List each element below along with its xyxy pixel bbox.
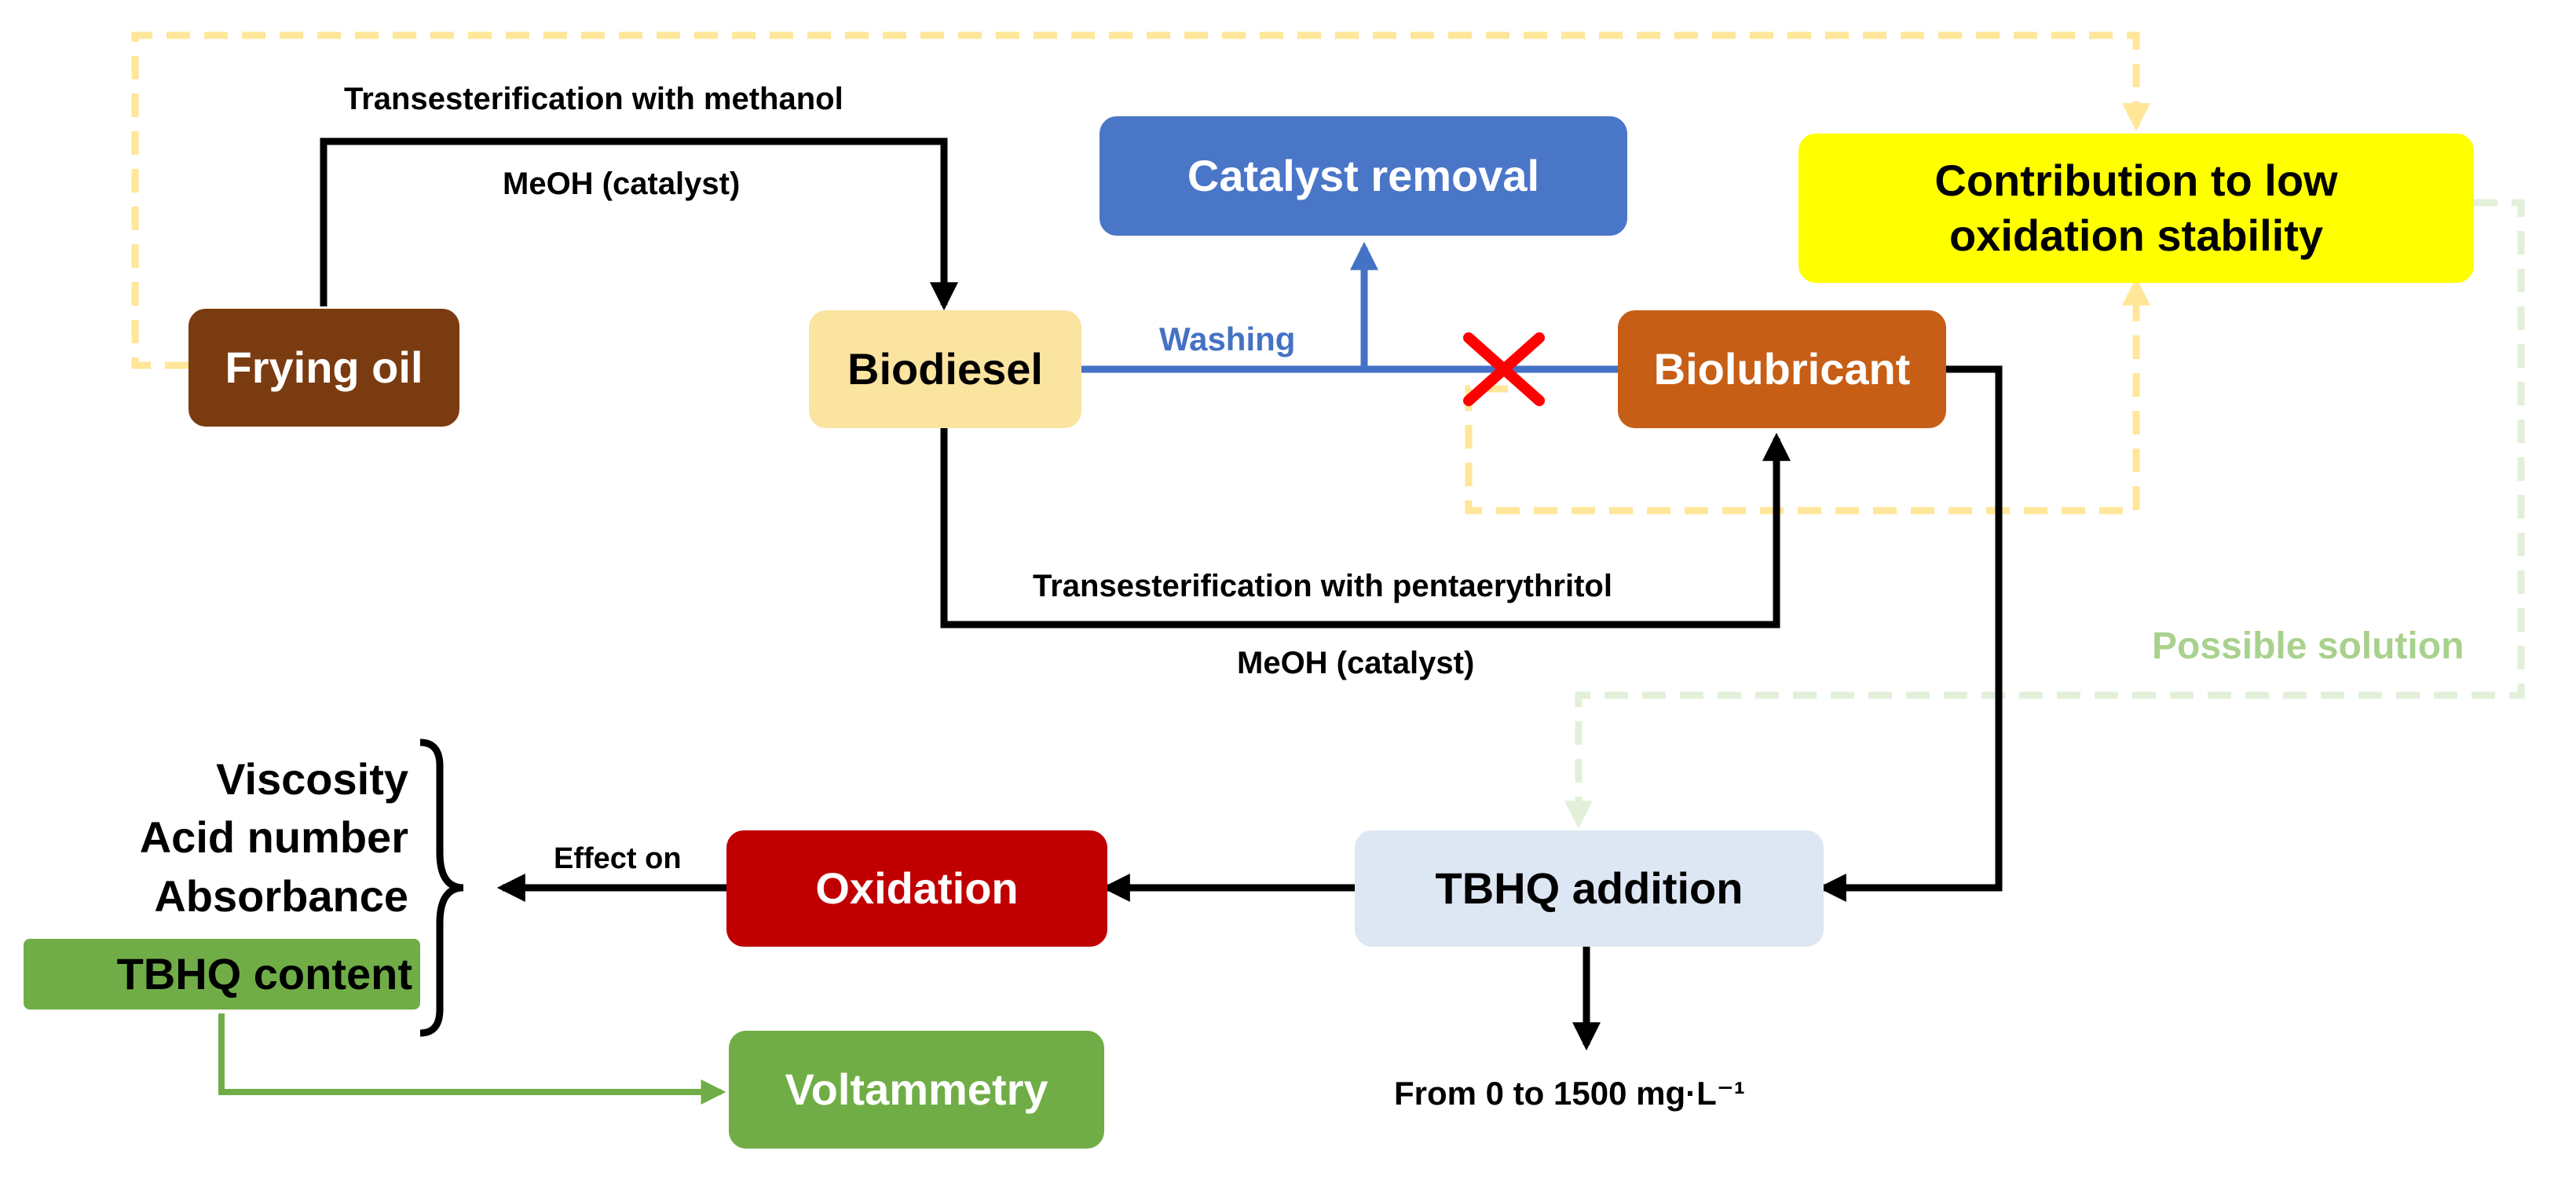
oxidation-label: Oxidation bbox=[815, 863, 1019, 913]
tbhq-content-to-voltammetry-arrow bbox=[218, 1013, 726, 1105]
pentaerythritol-transesterification-label: Transesterification with pentaerythritol bbox=[1033, 569, 1612, 603]
concentration-range-label: From 0 to 1500 mg·L⁻¹ bbox=[1394, 1075, 1745, 1112]
tbhq-addition-node: TBHQ addition bbox=[1355, 830, 1824, 947]
biodiesel-label: Biodiesel bbox=[847, 344, 1043, 394]
washing-label: Washing bbox=[1159, 321, 1296, 357]
biolubricant-node: Biolubricant bbox=[1618, 310, 1946, 428]
biodiesel-node: Biodiesel bbox=[809, 310, 1081, 428]
frying-oil-node: Frying oil bbox=[188, 309, 459, 427]
parameter-acid-number: Acid number bbox=[139, 812, 408, 863]
frying-oil-label: Frying oil bbox=[225, 343, 423, 392]
contribution-node: Contribution to low oxidation stability bbox=[1798, 134, 2474, 283]
voltammetry-label: Voltammetry bbox=[785, 1065, 1048, 1114]
effect-on-label: Effect on bbox=[554, 842, 682, 875]
curly-brace-icon bbox=[419, 738, 464, 1037]
meoh-catalyst-top-label: MeOH (catalyst) bbox=[503, 167, 741, 201]
catalyst-removal-label: Catalyst removal bbox=[1187, 151, 1540, 200]
contribution-label: Contribution to low oxidation stability bbox=[1934, 156, 2338, 260]
pentaerythritol-transesterification-arrow bbox=[940, 428, 1791, 628]
methanol-transesterification-arrow bbox=[320, 137, 958, 311]
methanol-transesterification-label: Transesterification with methanol bbox=[344, 82, 843, 116]
meoh-catalyst-bottom-label: MeOH (catalyst) bbox=[1237, 646, 1475, 680]
catalyst-removal-node: Catalyst removal bbox=[1100, 116, 1627, 236]
blocked-x-icon bbox=[1463, 332, 1545, 406]
parameter-tbhq-content: TBHQ content bbox=[116, 949, 412, 999]
dashed-yellow-bottom-connector bbox=[1465, 277, 2150, 515]
parameter-viscosity: Viscosity bbox=[216, 754, 408, 804]
possible-solution-label: Possible solution bbox=[2152, 625, 2464, 667]
dashed-green-solution-connector bbox=[1564, 199, 2525, 830]
voltammetry-node: Voltammetry bbox=[729, 1031, 1104, 1149]
dashed-yellow-top-connector bbox=[131, 31, 2150, 369]
tbhq-addition-label: TBHQ addition bbox=[1435, 863, 1744, 913]
parameter-absorbance: Absorbance bbox=[154, 870, 408, 921]
tbhq-content-node: TBHQ content bbox=[24, 939, 420, 1010]
parameter-list: Viscosity Acid number Absorbance bbox=[140, 750, 408, 925]
biolubricant-label: Biolubricant bbox=[1653, 344, 1911, 394]
biolubricant-to-tbhq-arrow bbox=[1817, 365, 2003, 902]
oxidation-node: Oxidation bbox=[726, 830, 1107, 947]
